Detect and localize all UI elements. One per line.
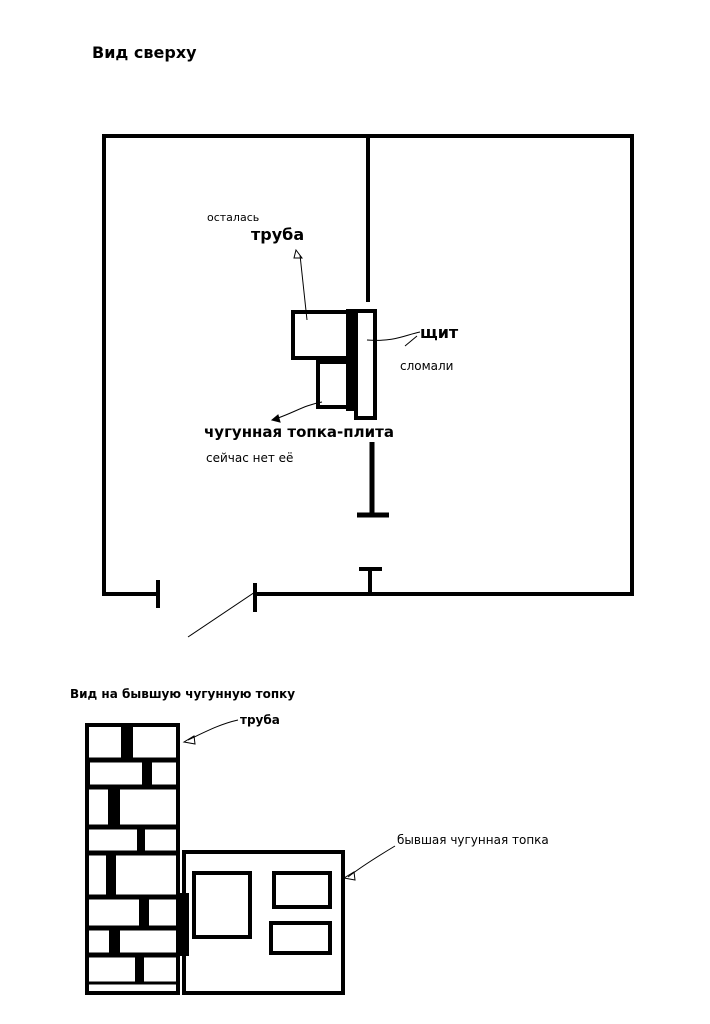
label-pipe: труба [251, 225, 304, 244]
top-view-title: Вид сверху [92, 43, 197, 62]
chimney [85, 723, 180, 995]
room-walls [102, 134, 634, 612]
label-broken: сломали [400, 359, 453, 373]
label-stove: чугунная топка-плита [204, 423, 394, 441]
front-view-title: Вид на бывшую чугунную топку [70, 687, 295, 701]
front-pointer-arrows [182, 719, 396, 881]
label-remaining: осталась [207, 211, 259, 224]
front-label-pipe: труба [240, 713, 280, 727]
label-shield: щит [420, 323, 459, 342]
pipe-block [291, 309, 377, 420]
door-swing-line [187, 591, 256, 638]
pointer-arrows [270, 248, 421, 423]
label-gone: сейчас нет её [206, 451, 293, 465]
chimney-joints [86, 727, 152, 983]
front-label-stove: бывшая чугунная топка [397, 833, 549, 847]
former-stove [182, 850, 345, 995]
